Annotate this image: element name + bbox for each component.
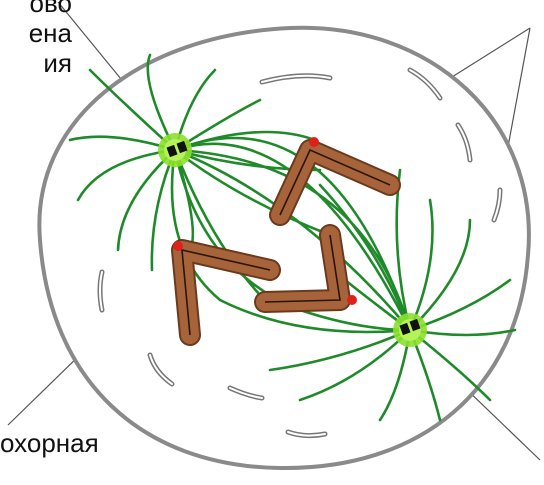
centrosome-lower-right bbox=[393, 313, 427, 347]
centrosome-upper-left bbox=[158, 133, 192, 167]
label-line: ово bbox=[0, 0, 72, 18]
kinetochore bbox=[173, 241, 183, 251]
kinetochore bbox=[347, 295, 357, 305]
label-bottom-left: охорная bbox=[0, 428, 120, 458]
label-line: ия bbox=[0, 48, 72, 78]
label-line: ена bbox=[0, 18, 72, 48]
label-top-left: ово ена ия bbox=[0, 0, 72, 78]
kinetochore bbox=[309, 137, 319, 147]
label-line: охорная bbox=[0, 428, 120, 458]
leader-line-top-right-a bbox=[444, 28, 530, 82]
